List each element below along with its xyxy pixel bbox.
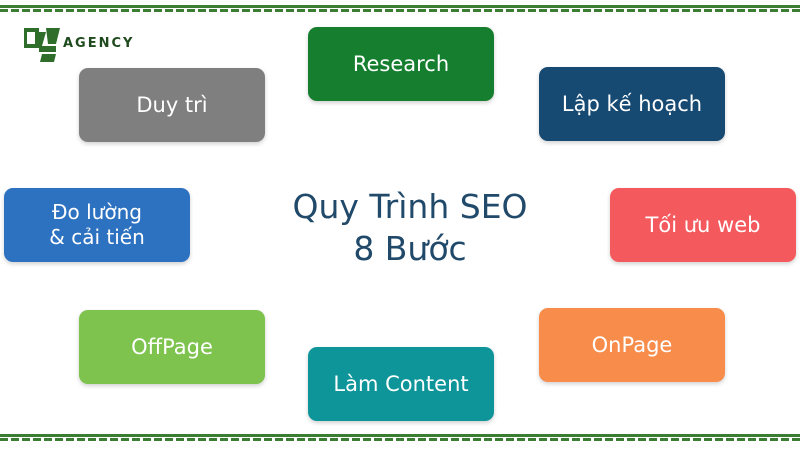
step-research-label: Research	[352, 51, 450, 76]
step-research: Research	[308, 27, 494, 101]
step-measure-label-line1: Đo lường	[52, 200, 142, 224]
process-title-line1: Quy Trình SEO	[292, 187, 528, 226]
step-measure-improve: Đo lường & cải tiến	[4, 188, 190, 262]
agency-logo: AGENCY	[22, 26, 142, 66]
step-optimize-web: Tối ưu web	[610, 188, 796, 262]
step-plan: Lập kế hoạch	[539, 67, 725, 141]
step-content: Làm Content	[308, 347, 494, 421]
step-plan-label: Lập kế hoạch	[561, 91, 703, 116]
step-onpage-label: OnPage	[591, 332, 673, 357]
step-maintain: Duy trì	[79, 68, 265, 142]
step-optimize-label: Tối ưu web	[645, 212, 761, 237]
process-title-line2: 8 Bước	[353, 229, 467, 269]
step-measure-label-line2: & cải tiến	[49, 225, 145, 249]
bottom-border	[0, 434, 800, 441]
logo-agency-text: AGENCY	[63, 36, 135, 51]
logo-43-mark	[24, 28, 60, 62]
step-maintain-label: Duy trì	[136, 92, 208, 117]
step-onpage: OnPage	[539, 308, 725, 382]
step-offpage: OffPage	[79, 310, 265, 384]
process-title: Quy Trình SEO 8 Bước	[240, 186, 580, 270]
step-offpage-label: OffPage	[131, 334, 213, 359]
step-content-label: Làm Content	[333, 371, 469, 396]
top-border	[0, 5, 800, 12]
